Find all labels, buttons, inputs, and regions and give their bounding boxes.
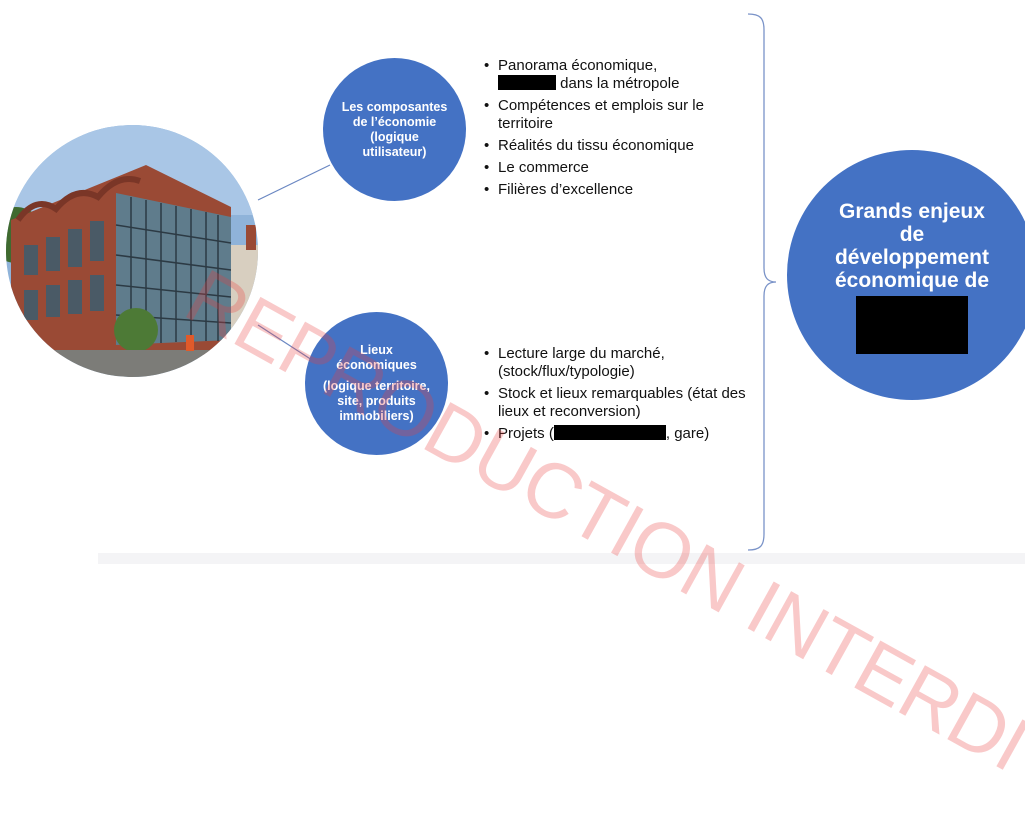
list-item: Stock et lieux remarquables (état des li… <box>484 385 754 421</box>
list-item: Lecture large du marché, (stock/flux/typ… <box>484 345 754 381</box>
major-issues-bubble: Grands enjeux de développement économiqu… <box>787 150 1025 400</box>
list-item-text: Projets ( <box>498 425 554 442</box>
list-item: Le commerce <box>484 159 754 177</box>
redaction-box <box>498 75 556 90</box>
list-item-text: Panorama économique, <box>498 57 658 74</box>
redaction-box <box>856 296 968 354</box>
list-item-text: , gare) <box>665 425 710 442</box>
list-item: Filières d’excellence <box>484 181 754 199</box>
list-item: Réalités du tissu économique <box>484 137 754 155</box>
building-photo <box>6 125 258 377</box>
economic-places-title: Lieux économiques <box>336 343 417 372</box>
list-item: Panorama économique, dans la métropole <box>484 57 754 93</box>
economy-components-list: Panorama économique, dans la métropole C… <box>484 57 754 203</box>
list-item: Compétences et emplois sur le territoire <box>484 97 754 133</box>
economic-places-list: Lecture large du marché, (stock/flux/typ… <box>484 345 754 447</box>
curly-brace <box>747 13 777 551</box>
connector-lines <box>257 13 777 551</box>
economy-components-bubble: Les composantes de l’économie (logique u… <box>323 58 466 201</box>
building-photo-icon <box>6 125 258 377</box>
connector-top <box>257 164 331 201</box>
major-issues-title: Grands enjeux de développement économiqu… <box>834 200 990 292</box>
economic-places-bubble: Lieux économiques (logique territoire, s… <box>305 312 448 455</box>
economic-places-subtitle: (logique territoire, site, produits immo… <box>323 379 430 423</box>
economy-components-label: Les composantes de l’économie (logique u… <box>341 99 448 159</box>
bottom-strip <box>98 553 1025 564</box>
list-item: Projets ( , gare) <box>484 425 754 443</box>
connector-bottom <box>257 324 313 361</box>
redaction-box <box>553 425 666 440</box>
list-item-text: dans la métropole <box>560 75 680 92</box>
